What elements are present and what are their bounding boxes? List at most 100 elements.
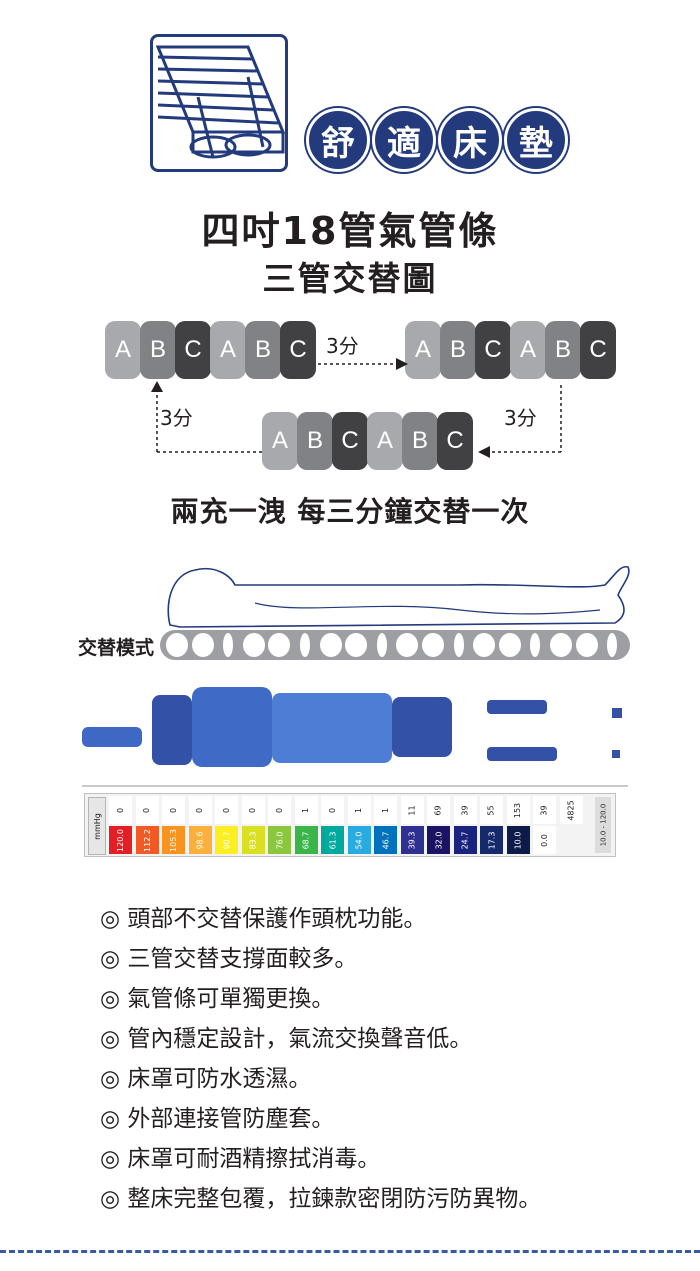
air-tube-cell	[607, 633, 618, 657]
tile-b: B	[440, 321, 476, 379]
tile-b: B	[140, 321, 176, 379]
air-tube-cell	[550, 633, 572, 657]
mattress-logo-icon	[150, 34, 288, 172]
air-tube-cell	[376, 633, 387, 657]
tile-c: C	[332, 412, 368, 470]
scale-count: 1	[301, 807, 311, 813]
scale-unit-spinner[interactable]: mmHg	[88, 797, 106, 855]
arrow-left-icon	[478, 446, 490, 458]
air-tube-cell	[166, 633, 188, 657]
pressure-map	[82, 687, 628, 787]
air-tube-cell	[453, 633, 464, 657]
footer-divider	[0, 1250, 700, 1253]
scale-count: 39	[540, 804, 549, 816]
scale-pressure-value: 39.3	[407, 831, 417, 849]
scale-count: 1	[354, 807, 364, 813]
tile-c: C	[437, 412, 473, 470]
title-char-4: 墊	[504, 108, 568, 172]
tile-b: B	[545, 321, 581, 379]
mode-label: 交替模式	[78, 637, 155, 659]
arrow-right-icon	[396, 358, 408, 370]
tile-a: A	[210, 321, 246, 379]
air-tube-cell	[268, 633, 291, 657]
scale-count: 0	[116, 807, 125, 813]
title-char-2: 適	[372, 108, 436, 172]
scale-pressure-value: 98.6	[195, 831, 205, 849]
air-tube-cell	[345, 633, 368, 657]
scale-pressure-value: 10.0	[513, 831, 523, 849]
tile-a: A	[262, 412, 298, 470]
scale-count: 69	[434, 804, 443, 816]
feature-item: ◎ 頭部不交替保護作頭枕功能。	[100, 906, 427, 932]
scale-count: 39	[460, 804, 470, 816]
air-tube-cell	[223, 633, 234, 657]
scale-count: 0	[142, 807, 152, 813]
feature-item: ◎ 氣管條可單獨更換。	[100, 986, 335, 1012]
page-title: 四吋18管氣管條	[201, 209, 499, 253]
scale-count: 153	[513, 802, 523, 818]
air-tube-cell	[575, 633, 598, 657]
title-char-3: 床	[438, 108, 502, 172]
scale-column: 0 120.0	[109, 796, 132, 854]
cycle-caption: 兩充一洩 每三分鐘交替一次	[170, 495, 530, 528]
feature-item: ◎ 管內穩定設計，氣流交換聲音低。	[100, 1026, 473, 1052]
scale-column: 153 10.0	[506, 796, 530, 854]
air-tube-cell	[473, 633, 496, 657]
air-tube-cell	[396, 633, 419, 657]
air-tube-cell	[242, 633, 265, 657]
scale-pressure-value: 24.7	[460, 831, 470, 849]
tile-a: A	[510, 321, 546, 379]
tile-a: A	[367, 412, 403, 470]
feature-item: ◎ 外部連接管防塵套。	[100, 1106, 335, 1132]
tile-c: C	[175, 321, 211, 379]
scale-pressure-value: 54.0	[354, 831, 364, 849]
arrow-up-icon	[151, 381, 163, 392]
air-tube-cell	[498, 633, 521, 657]
scale-range-label: 10.0 - 120.0	[595, 797, 611, 853]
scale-count: 4825	[566, 799, 576, 821]
feature-item: ◎ 整床完整包覆，拉鍊款密閉防污防異物。	[100, 1186, 542, 1212]
page-subtitle: 三管交替圖	[262, 259, 438, 298]
tile-c: C	[580, 321, 616, 379]
scale-column: 4825	[559, 796, 583, 854]
air-tube-cell	[300, 633, 310, 657]
feature-item: ◎ 三管交替支撐面較多。	[100, 946, 358, 972]
tile-a: A	[105, 321, 141, 379]
air-tube-cell	[422, 633, 444, 657]
tile-c: C	[475, 321, 511, 379]
scale-count: 0	[195, 807, 205, 813]
scale-pressure-value: 61.3	[328, 831, 337, 849]
interval-label-left: 3分	[160, 406, 193, 430]
tile-a: A	[405, 321, 441, 379]
scale-count: 0	[328, 807, 337, 813]
scale-pressure-value: 105.3	[169, 828, 178, 852]
scale-count: 11	[407, 804, 417, 816]
interval-label-right: 3分	[504, 406, 537, 430]
scale-pressure-value: 68.7	[301, 831, 311, 849]
scale-pressure-value: 32.0	[434, 831, 443, 849]
air-tube-cell	[530, 633, 541, 657]
air-tube-cell	[319, 633, 342, 657]
scale-column: 69 32.0	[427, 796, 450, 854]
scale-column: 11 39.3	[400, 796, 424, 854]
air-tube-cell	[191, 633, 214, 657]
cycle-arrows	[151, 358, 562, 458]
scale-pressure-value: 120.0	[116, 828, 125, 852]
air-tube-bar	[160, 630, 630, 660]
tile-c: C	[280, 321, 316, 379]
scale-pressure-value: 46.7	[381, 831, 390, 849]
scale-count: 0	[248, 807, 258, 813]
scale-pressure-value: 90.7	[222, 831, 231, 849]
